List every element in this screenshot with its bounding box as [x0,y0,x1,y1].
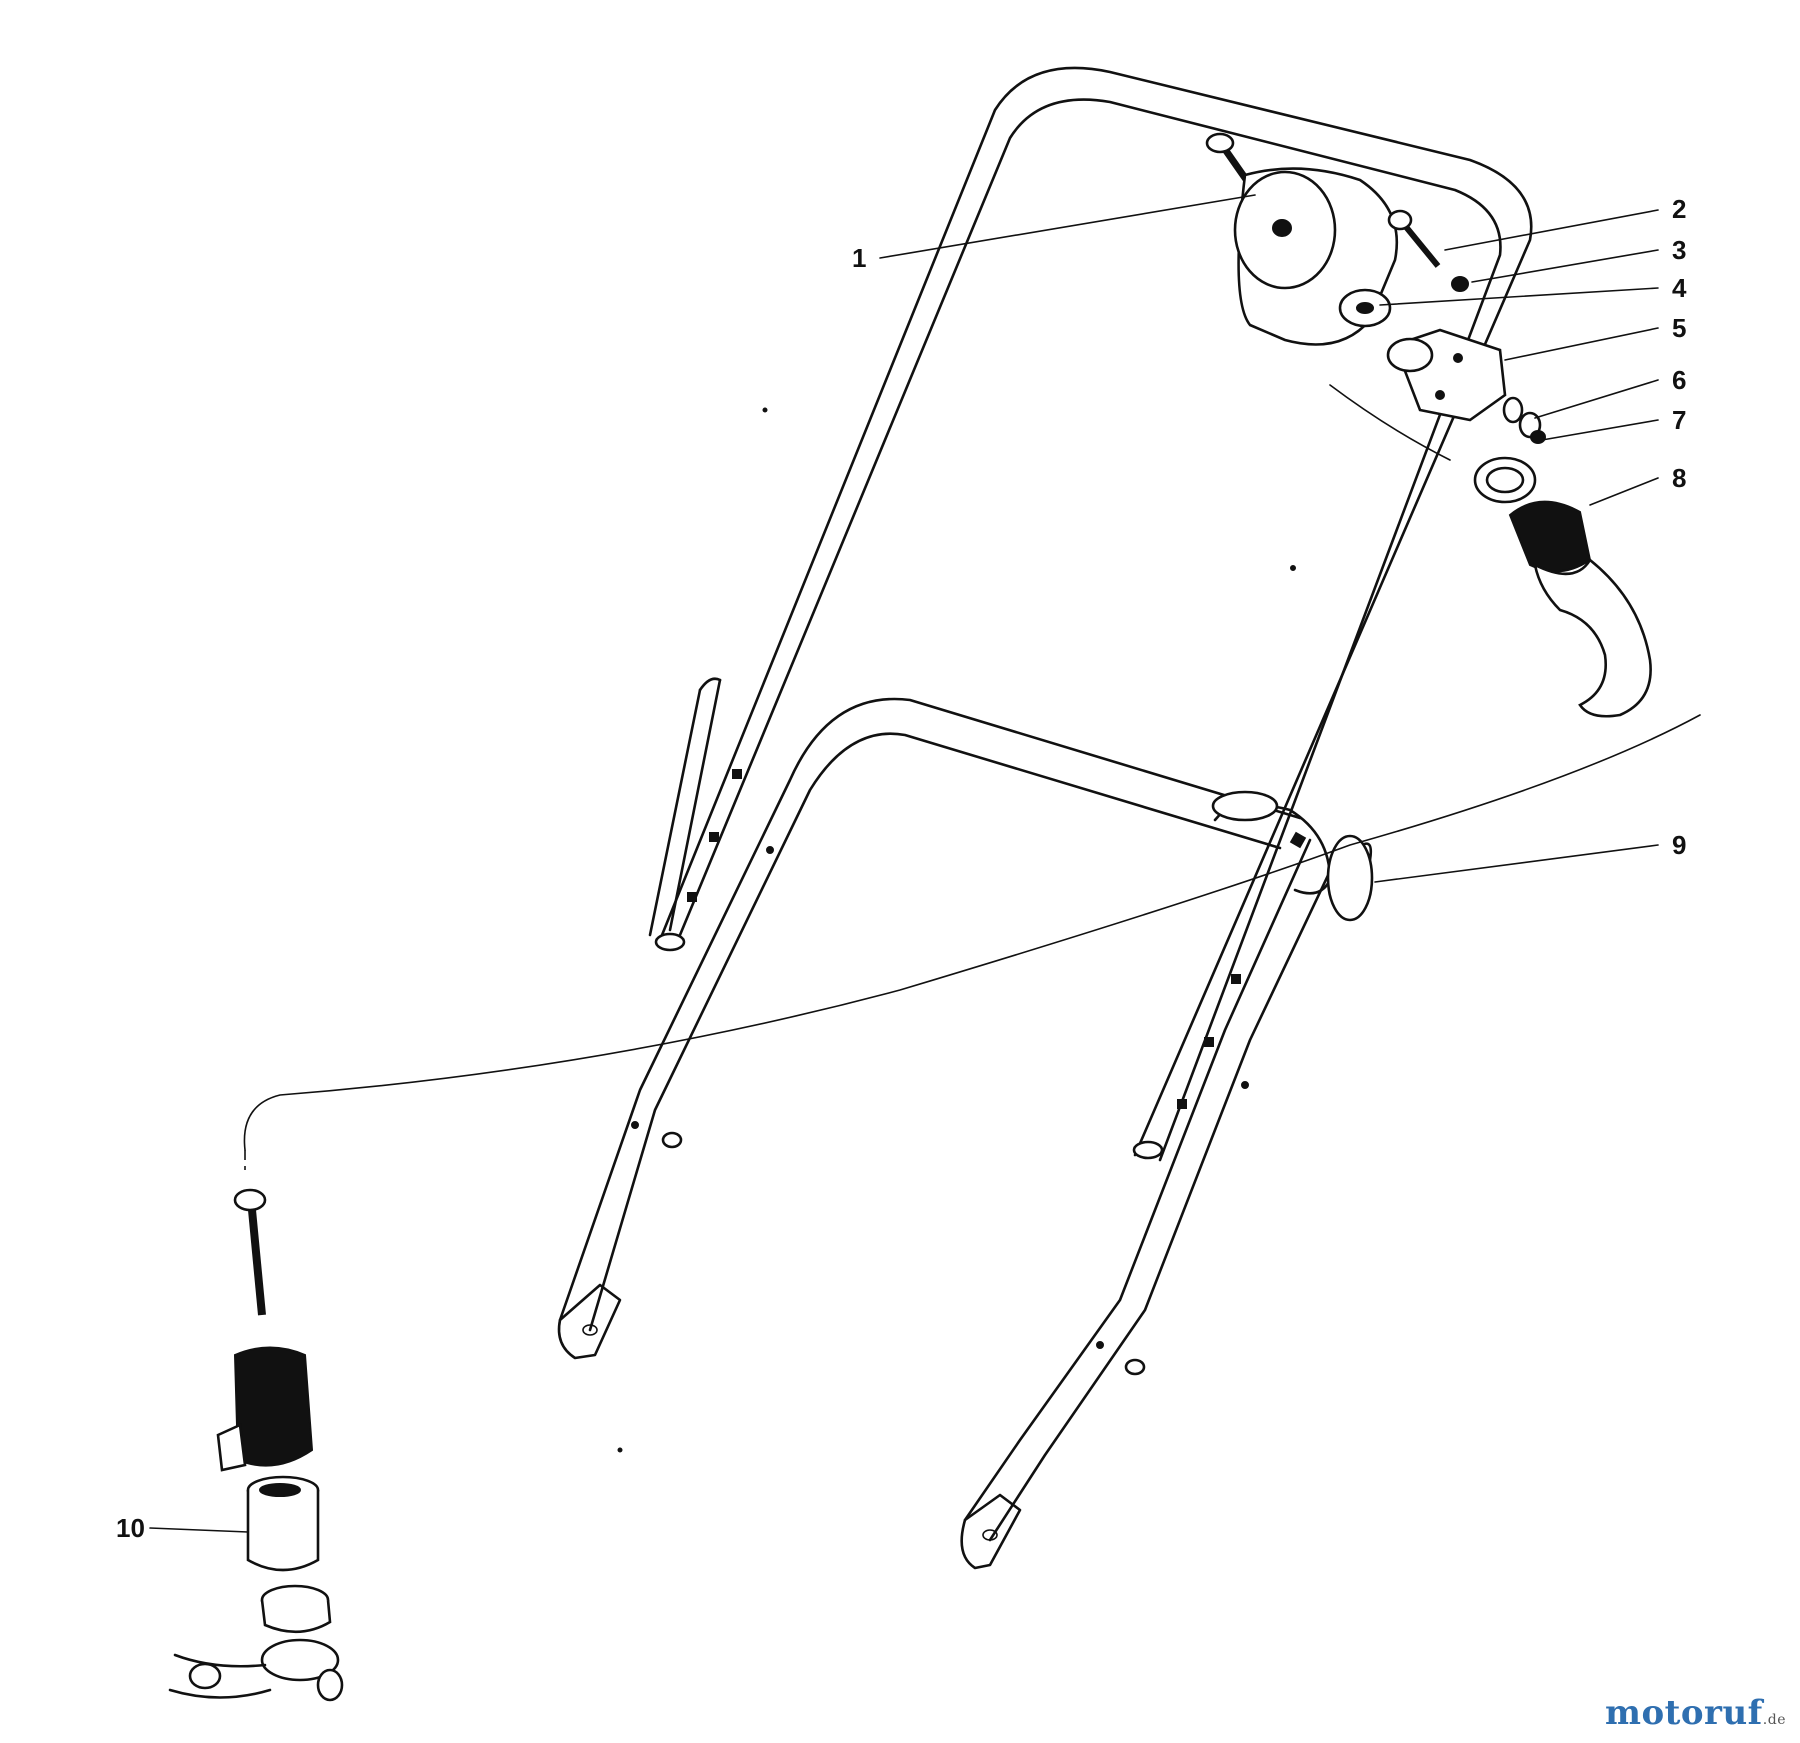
part-number-2: 2 [1672,194,1686,224]
part-number-3: 3 [1672,235,1686,265]
watermark-suffix: .de [1762,1712,1786,1728]
watermark-text: motoruf [1605,1693,1763,1733]
part-labels: 1 2 3 4 5 6 7 8 9 10 [116,194,1687,1543]
part-number-8: 8 [1672,463,1686,493]
upper-handle [648,66,1533,1162]
part-number-4: 4 [1672,273,1687,303]
leader-lines [149,194,1659,1533]
lower-handle [557,697,1342,1570]
part-number-6: 6 [1672,365,1686,395]
control-cable [243,714,1701,1170]
part-number-1: 1 [852,243,866,273]
part-number-9: 9 [1672,830,1686,860]
part-number-7: 7 [1672,405,1686,435]
cable-guide [1211,790,1374,922]
part-number-5: 5 [1672,313,1686,343]
lower-control-assembly [168,1188,344,1702]
watermark-logo: motoruf.de [1605,1693,1786,1733]
part-number-10: 10 [116,1513,145,1543]
control-knob-assembly [1205,132,1652,718]
